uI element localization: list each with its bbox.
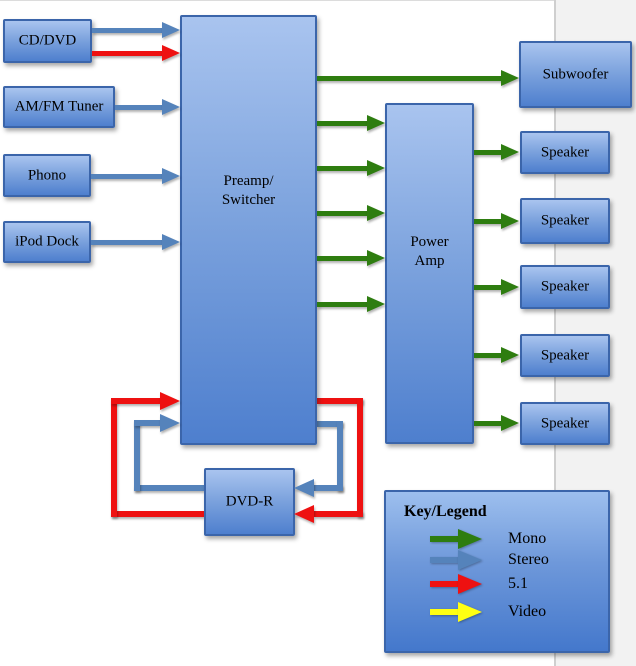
node-preamp[interactable]: Preamp/Switcher xyxy=(180,15,317,445)
node-label: Speaker xyxy=(540,347,590,363)
edge-mono-line[interactable] xyxy=(317,210,367,216)
edge-five_one-line[interactable] xyxy=(111,398,117,517)
node-label: CD/DVD xyxy=(18,32,77,49)
edge-mono-line[interactable] xyxy=(474,352,501,358)
edge-five_one-line[interactable] xyxy=(92,50,162,56)
node-label: Preamp/Switcher xyxy=(221,173,276,208)
arrowhead-stereo-icon[interactable] xyxy=(294,479,314,497)
arrowhead-five_one-icon[interactable] xyxy=(160,392,180,410)
edge-mono-line[interactable] xyxy=(317,120,367,126)
edge-five_one-line[interactable] xyxy=(357,398,363,517)
arrowhead-five_one-icon[interactable] xyxy=(162,45,180,61)
arrowhead-mono-icon[interactable] xyxy=(367,115,385,131)
edge-five_one-line[interactable] xyxy=(111,511,204,517)
video-arrowhead-icon xyxy=(458,602,482,622)
legend-item-label: Video xyxy=(508,603,547,620)
arrowhead-mono-icon[interactable] xyxy=(501,415,519,431)
node-label: Subwoofer xyxy=(542,66,609,82)
node-label: Phono xyxy=(27,167,67,183)
edge-stereo-line[interactable] xyxy=(134,420,140,491)
edge-five_one-line[interactable] xyxy=(111,398,160,404)
node-label: Speaker xyxy=(540,212,590,229)
stereo-arrowhead-icon xyxy=(458,550,482,570)
legend-item-five_one: 5.1 xyxy=(386,572,608,596)
edge-five_one-line[interactable] xyxy=(314,511,363,517)
node-label: Speaker xyxy=(540,278,590,295)
edge-stereo-line[interactable] xyxy=(91,239,162,245)
node-label: DVD-R xyxy=(225,493,274,510)
edge-mono-line[interactable] xyxy=(317,301,367,307)
arrowhead-stereo-icon[interactable] xyxy=(162,22,180,38)
mono-arrow-icon xyxy=(430,536,458,542)
legend-item-stereo: Stereo xyxy=(386,548,608,572)
page-top-border xyxy=(0,0,636,1)
edge-mono-line[interactable] xyxy=(474,218,501,224)
node-dvd-r[interactable]: DVD-R xyxy=(204,468,295,536)
node-speaker-4[interactable]: Speaker xyxy=(520,334,610,377)
legend-item-mono: Mono xyxy=(386,527,608,551)
node-phono[interactable]: Phono xyxy=(3,154,91,197)
edge-mono-line[interactable] xyxy=(474,284,501,290)
node-speaker-3[interactable]: Speaker xyxy=(520,265,610,309)
arrowhead-mono-icon[interactable] xyxy=(367,160,385,176)
arrowhead-stereo-icon[interactable] xyxy=(162,234,180,250)
mono-arrowhead-icon xyxy=(458,529,482,549)
legend-item-label: Stereo xyxy=(508,551,549,568)
arrowhead-mono-icon[interactable] xyxy=(367,205,385,221)
legend-item-label: Mono xyxy=(508,530,547,547)
node-ipod-dock[interactable]: iPod Dock xyxy=(3,221,91,263)
arrowhead-stereo-icon[interactable] xyxy=(162,99,180,115)
arrowhead-five_one-icon[interactable] xyxy=(294,505,314,523)
node-speaker-5[interactable]: Speaker xyxy=(520,402,610,445)
node-speaker-1[interactable]: Speaker xyxy=(520,131,610,174)
edge-stereo-line[interactable] xyxy=(115,104,162,110)
node-label: Speaker xyxy=(540,415,590,431)
legend-item-label: 5.1 xyxy=(508,575,528,592)
edge-stereo-line[interactable] xyxy=(134,420,160,426)
edge-mono-line[interactable] xyxy=(317,165,367,171)
edge-stereo-line[interactable] xyxy=(91,173,162,179)
edge-stereo-line[interactable] xyxy=(134,485,204,491)
arrowhead-mono-icon[interactable] xyxy=(367,296,385,312)
edge-stereo-line[interactable] xyxy=(92,27,162,33)
edge-five_one-line[interactable] xyxy=(317,398,363,404)
five_one-arrow-icon xyxy=(430,581,458,587)
node-amfm-tuner[interactable]: AM/FM Tuner xyxy=(3,86,115,128)
arrowhead-stereo-icon[interactable] xyxy=(160,414,180,432)
arrowhead-mono-icon[interactable] xyxy=(501,213,519,229)
node-label: Speaker xyxy=(540,144,590,160)
edge-stereo-line[interactable] xyxy=(317,421,343,427)
arrowhead-mono-icon[interactable] xyxy=(501,144,519,160)
legend-item-video: Video xyxy=(386,600,608,624)
edge-mono-line[interactable] xyxy=(474,420,501,426)
five_one-arrowhead-icon xyxy=(458,574,482,594)
stereo-arrow-icon xyxy=(430,557,458,563)
arrowhead-stereo-icon[interactable] xyxy=(162,168,180,184)
node-label: iPod Dock xyxy=(15,233,79,250)
arrowhead-mono-icon[interactable] xyxy=(501,279,519,295)
node-cd-dvd[interactable]: CD/DVD xyxy=(3,19,92,63)
node-label: AM/FM Tuner xyxy=(14,98,104,115)
edge-stereo-line[interactable] xyxy=(314,485,343,491)
arrowhead-mono-icon[interactable] xyxy=(367,250,385,266)
edge-stereo-line[interactable] xyxy=(337,421,343,491)
arrowhead-mono-icon[interactable] xyxy=(501,70,519,86)
node-speaker-2[interactable]: Speaker xyxy=(520,198,610,244)
edge-mono-line[interactable] xyxy=(317,75,501,81)
legend-title: Key/Legend xyxy=(404,503,487,520)
edge-mono-line[interactable] xyxy=(317,255,367,261)
arrowhead-mono-icon[interactable] xyxy=(501,347,519,363)
node-subwoofer[interactable]: Subwoofer xyxy=(519,41,632,108)
video-arrow-icon xyxy=(430,609,458,615)
edge-mono-line[interactable] xyxy=(474,149,501,155)
